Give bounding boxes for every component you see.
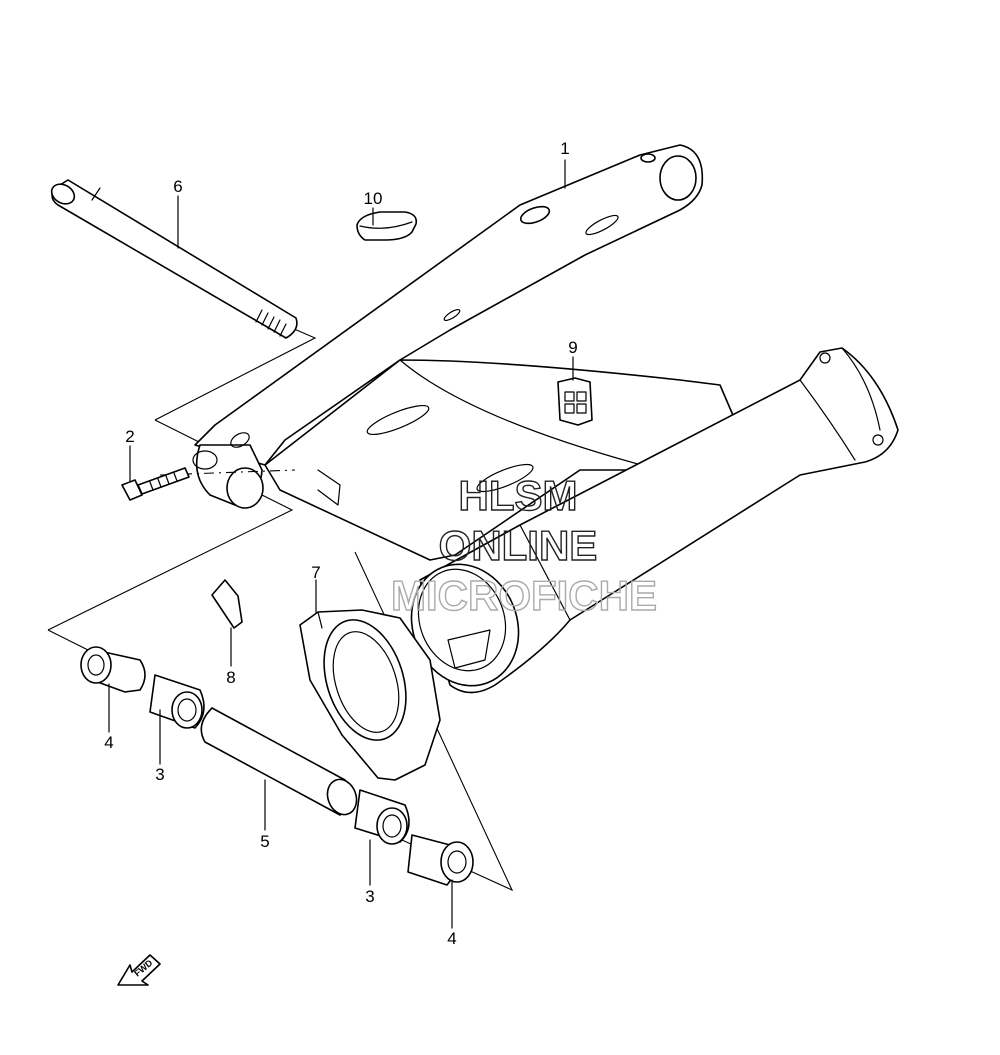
pivot-shaft-part bbox=[50, 179, 298, 339]
forward-arrow-icon: FWD bbox=[117, 954, 161, 986]
callout-6: 6 bbox=[173, 177, 182, 196]
callout-4b: 4 bbox=[447, 929, 456, 948]
watermark: HLSM ONLINE MICROFICHE bbox=[390, 471, 657, 619]
swingarm-part bbox=[192, 144, 899, 694]
watermark-line-1: HLSM bbox=[459, 472, 578, 519]
callout-3b: 3 bbox=[365, 887, 374, 906]
needle-bearing-part-b bbox=[354, 789, 410, 845]
plug-part bbox=[356, 211, 418, 241]
callout-3a: 3 bbox=[155, 765, 164, 784]
spacer-part bbox=[200, 707, 358, 816]
needle-bearing-part-a bbox=[149, 674, 205, 729]
clip-part bbox=[211, 579, 243, 629]
callout-2: 2 bbox=[125, 427, 134, 446]
callout-8: 8 bbox=[226, 668, 235, 687]
callout-10: 10 bbox=[364, 189, 383, 208]
bolt-part bbox=[121, 467, 190, 501]
dust-cover-part bbox=[299, 609, 441, 781]
bushing-part-b bbox=[407, 834, 474, 886]
callout-leaders bbox=[108, 159, 574, 929]
callout-labels: 1 6 10 9 2 7 8 4 3 5 3 4 bbox=[104, 139, 577, 948]
callout-4a: 4 bbox=[104, 733, 113, 752]
callout-1: 1 bbox=[560, 139, 569, 158]
watermark-line-3: MICROFICHE bbox=[391, 572, 657, 619]
callout-7: 7 bbox=[311, 563, 320, 582]
bushing-part-a bbox=[80, 646, 146, 693]
callout-9: 9 bbox=[568, 338, 577, 357]
watermark-line-2: ONLINE bbox=[439, 522, 598, 569]
callout-5: 5 bbox=[260, 832, 269, 851]
cap-part bbox=[557, 377, 593, 426]
